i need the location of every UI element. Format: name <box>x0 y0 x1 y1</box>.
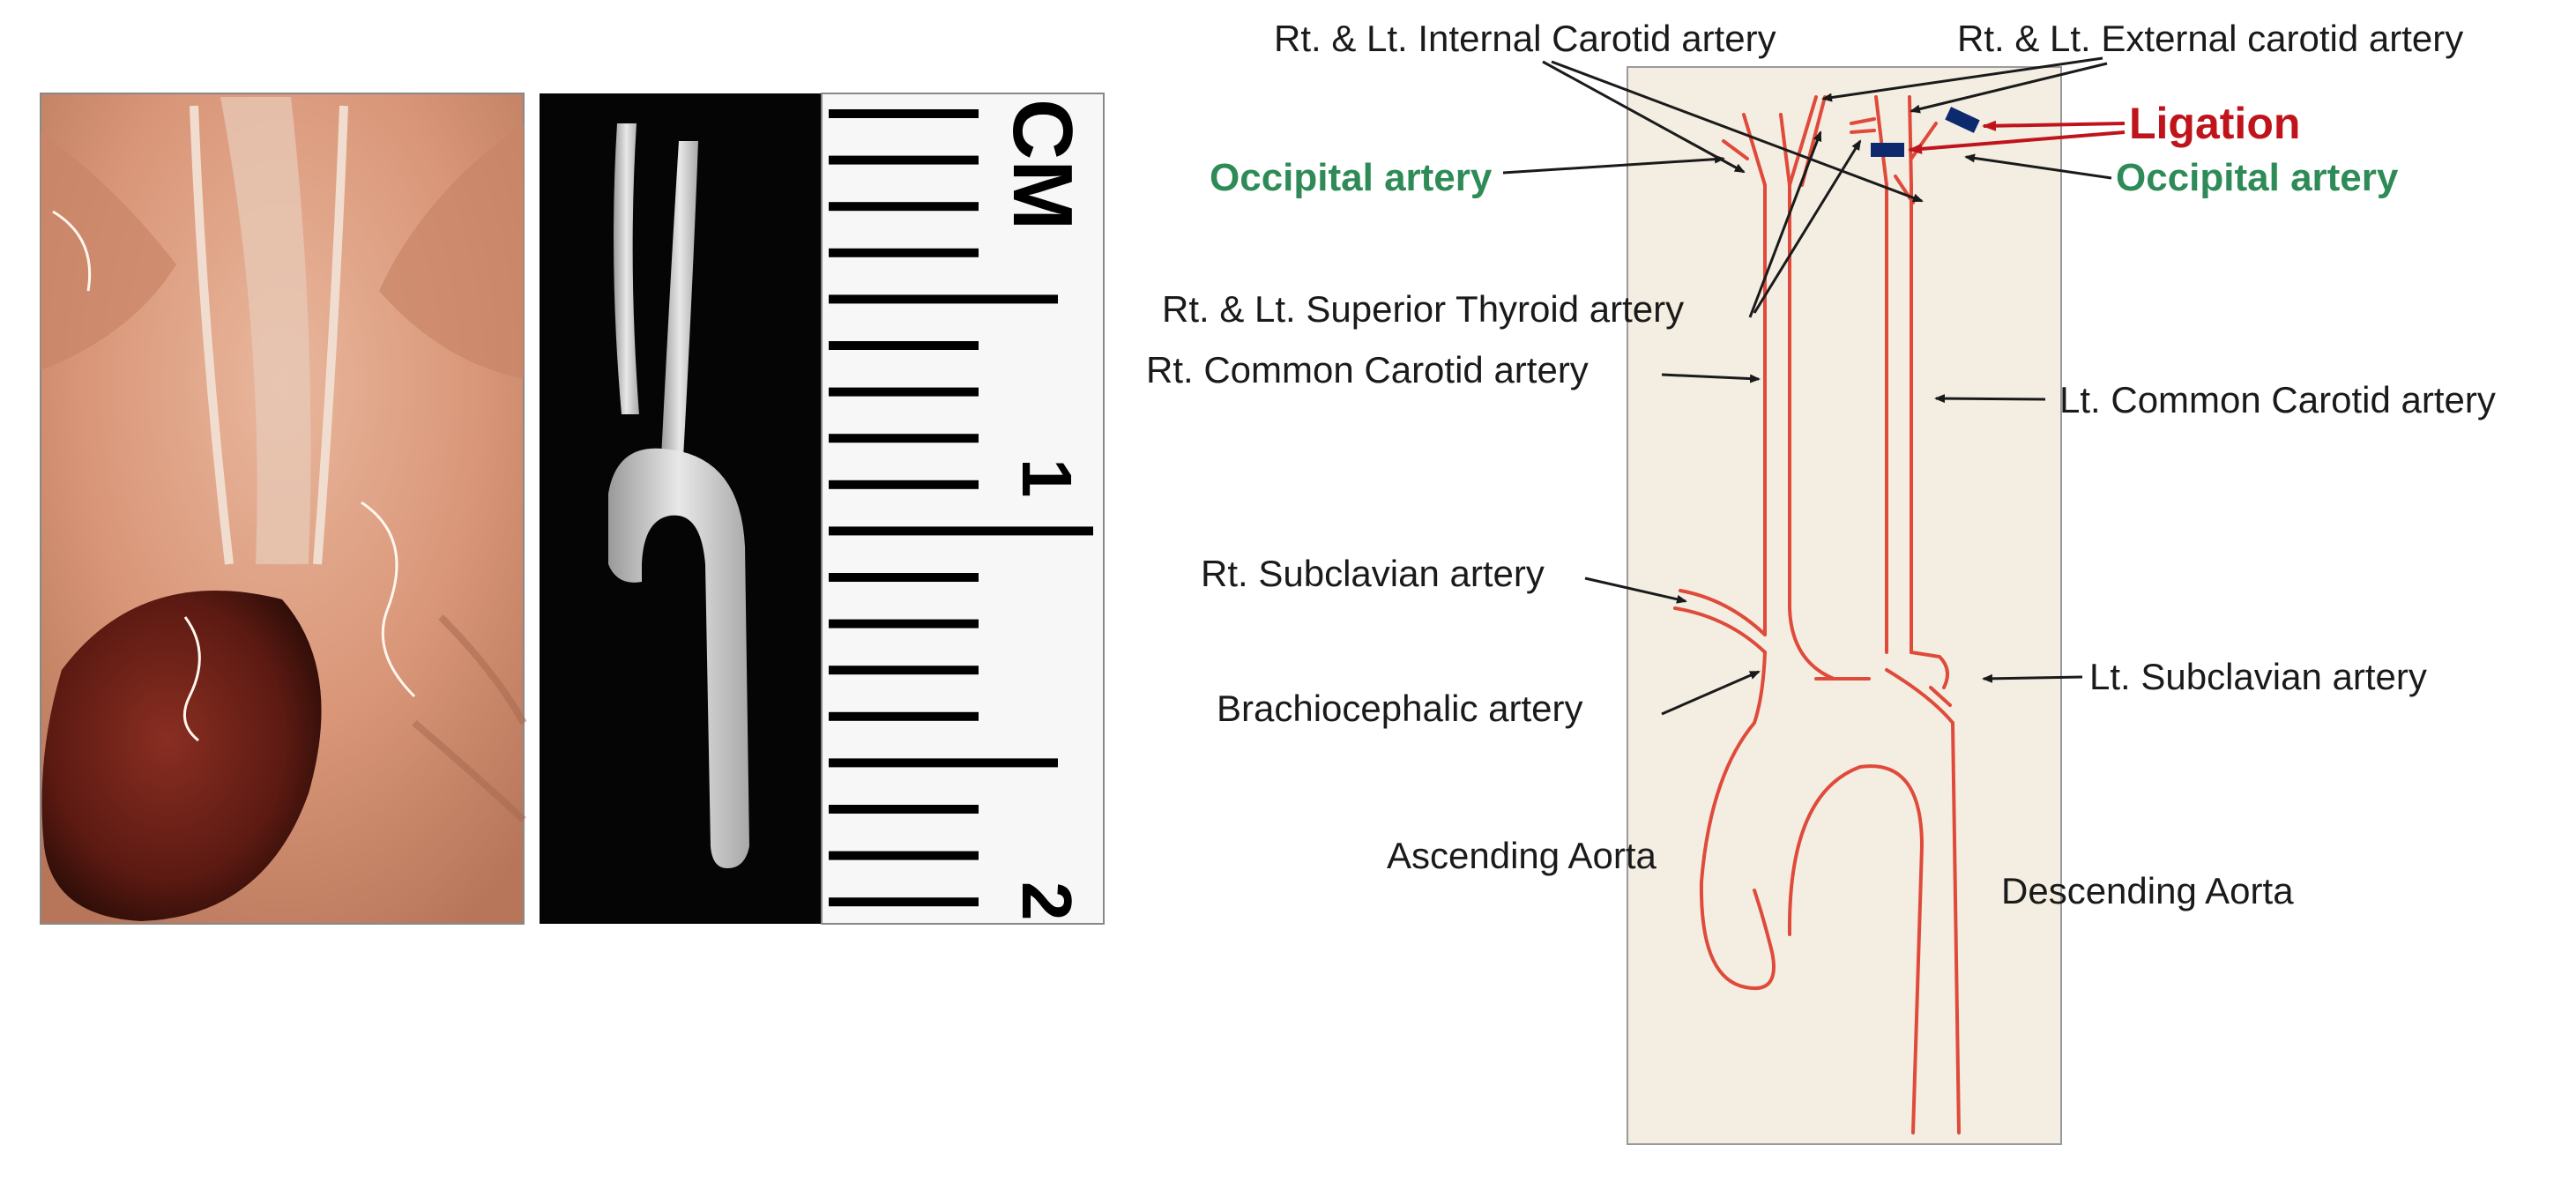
ruler-tick <box>829 434 979 443</box>
excised-aortic-arch <box>608 448 749 868</box>
trachea-region <box>220 97 311 564</box>
ligation-arrows <box>1908 120 2126 154</box>
schematic-paper <box>1627 66 2062 1145</box>
label-occipital-left: Occipital artery <box>1210 156 1493 199</box>
label-descending-aorta: Descending Aorta <box>2001 870 2294 911</box>
ruler-tick <box>829 711 979 721</box>
rt-occipital-vessel <box>1722 139 1749 160</box>
label-ascending-aorta: Ascending Aorta <box>1387 835 1657 876</box>
label-internal-carotid: Rt. & Lt. Internal Carotid artery <box>1274 18 1776 59</box>
excised-vessel-panel: CM 1 2 <box>540 93 1105 925</box>
aortic-arch-inner <box>1787 764 1924 936</box>
label-brachiocephalic: Brachiocephalic artery <box>1217 688 1583 729</box>
descending-aorta-vessel <box>1911 721 1961 1134</box>
label-lt-subclavian: Lt. Subclavian artery <box>2089 656 2427 697</box>
arrow-lt-subclavian <box>1982 673 2083 683</box>
lt-occipital-vessel <box>1894 175 1915 205</box>
ruler-tick <box>829 619 979 628</box>
arrow-external-carotid-2 <box>1910 62 2108 114</box>
ruler <box>821 93 1105 925</box>
brachiocephalic-vessel <box>1753 606 1835 725</box>
ruler-tick <box>829 851 979 860</box>
specular-highlight-1 <box>182 616 201 742</box>
arrow-rt-subclavian <box>1584 576 1687 604</box>
superior-thyroid-vessel <box>1850 117 1876 134</box>
ruler-tick <box>829 805 979 814</box>
arch-top-line <box>1814 668 1954 725</box>
arrow-occipital-right <box>1964 153 2112 180</box>
arrow-internal-carotid-1 <box>1542 60 1746 174</box>
label-lt-common-carotid: Lt. Common Carotid artery <box>2059 379 2496 420</box>
pointer-arrows <box>1502 56 2112 716</box>
specular-highlight-3 <box>52 210 92 292</box>
ruler-tick <box>829 666 979 675</box>
arrow-brachiocephalic <box>1661 670 1761 716</box>
label-occipital-right: Occipital artery <box>2116 156 2399 199</box>
label-external-carotid: Rt. & Lt. External carotid artery <box>1957 18 2463 59</box>
ruler-tick <box>829 573 979 582</box>
arrow-ligation-1 <box>1982 120 2126 131</box>
arrow-occipital-left <box>1502 154 1725 175</box>
ligation-clip-1 <box>1945 107 1980 133</box>
ligation-clip-2 <box>1871 143 1904 157</box>
dissection-photo-panel <box>40 93 527 925</box>
ruler-tick <box>829 526 1093 536</box>
ruler-tick <box>829 248 979 257</box>
ruler-tick <box>829 758 1058 768</box>
label-ligation: Ligation <box>2129 99 2300 148</box>
ruler-mark-2: 2 <box>1008 881 1086 921</box>
arrow-ligation-2 <box>1908 130 2126 154</box>
ruler-tick <box>829 202 979 212</box>
schematic-panel <box>1627 66 2062 1145</box>
ruler-tick <box>829 387 979 397</box>
specular-highlight-2 <box>361 501 416 698</box>
excised-carotid-left <box>661 141 698 458</box>
upper-tissue-fold-left <box>41 132 176 370</box>
heart <box>41 591 322 921</box>
ruler-tick <box>829 109 979 118</box>
arrow-superior-thyroid-1 <box>1748 130 1822 318</box>
ruler-tick <box>829 480 979 489</box>
lt-common-carotid-vessel <box>1885 183 1913 654</box>
ruler-mark-1: 1 <box>1008 458 1086 498</box>
ruler-unit-label: CM <box>995 99 1090 230</box>
upper-tissue-fold-right <box>379 123 524 379</box>
lt-subclavian-vessel <box>1910 651 1952 707</box>
carotid-vessel-right <box>190 105 234 565</box>
rt-subclavian-vessel <box>1673 589 1767 654</box>
arrow-lt-common-carotid <box>1934 394 2046 404</box>
labels: Rt. & Lt. Internal Carotid artery Rt. & … <box>1146 18 2496 911</box>
ruler-tick <box>829 155 979 165</box>
arrow-external-carotid-1 <box>1821 56 2103 102</box>
ruler-tick <box>829 294 1058 304</box>
label-rt-common-carotid: Rt. Common Carotid artery <box>1146 349 1589 390</box>
rib-shadow-right <box>412 614 527 822</box>
label-rt-subclavian: Rt. Subclavian artery <box>1201 553 1545 594</box>
aortic-arch-outer <box>1699 721 1776 991</box>
ruler-tick <box>829 897 979 907</box>
arrow-superior-thyroid-2 <box>1753 139 1862 314</box>
excised-carotid-right <box>614 123 639 414</box>
carotid-vessel-left <box>313 105 348 565</box>
ruler-tick <box>829 341 979 350</box>
arrow-internal-carotid-2 <box>1551 60 1924 203</box>
label-superior-thyroid: Rt. & Lt. Superior Thyroid artery <box>1162 288 1684 330</box>
arrow-rt-common-carotid <box>1661 373 1761 383</box>
ruler-ticks <box>829 109 1093 907</box>
